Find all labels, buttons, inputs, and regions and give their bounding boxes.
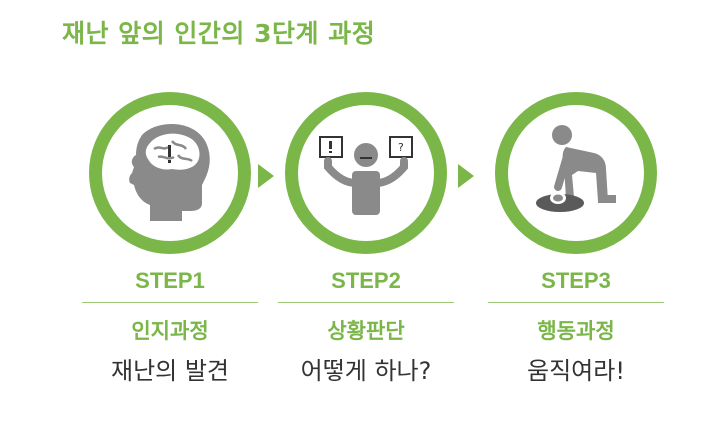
step-2-ring: ? — [285, 92, 447, 254]
step-3-desc: 움직여라! — [527, 357, 625, 385]
step-3: STEP3 행동과정 움직여라! — [482, 92, 670, 386]
step-1-ring — [89, 92, 251, 254]
page-title: 재난 앞의 인간의 3단계 과정 — [62, 19, 376, 48]
step-1-divider — [82, 302, 258, 303]
step-3-divider — [488, 302, 664, 303]
arrow-right-icon — [458, 164, 474, 188]
step-3-label: STEP3 — [541, 268, 611, 293]
step-2-divider — [278, 302, 454, 303]
step-3-name: 행동과정 — [537, 319, 615, 343]
step-1-desc: 재난의 발견 — [110, 357, 230, 385]
svg-text:?: ? — [398, 141, 404, 154]
step-1-label: STEP1 — [135, 268, 205, 293]
step-2: ? STEP2 상황판단 어떻게 하나? — [272, 92, 460, 386]
step-2-name: 상황판단 — [327, 319, 405, 343]
brain-head-icon — [129, 124, 210, 221]
step-1: STEP1 인지과정 재난의 발견 — [76, 92, 264, 386]
step-1-name: 인지과정 — [131, 319, 209, 343]
arrow-right-icon — [258, 164, 274, 188]
step-3-ring — [495, 92, 657, 254]
person-weighing-options-icon: ? — [319, 136, 413, 215]
step-2-desc: 어떻게 하나? — [300, 357, 432, 385]
step-2-label: STEP2 — [331, 268, 401, 293]
cpr-person-icon — [536, 125, 616, 212]
